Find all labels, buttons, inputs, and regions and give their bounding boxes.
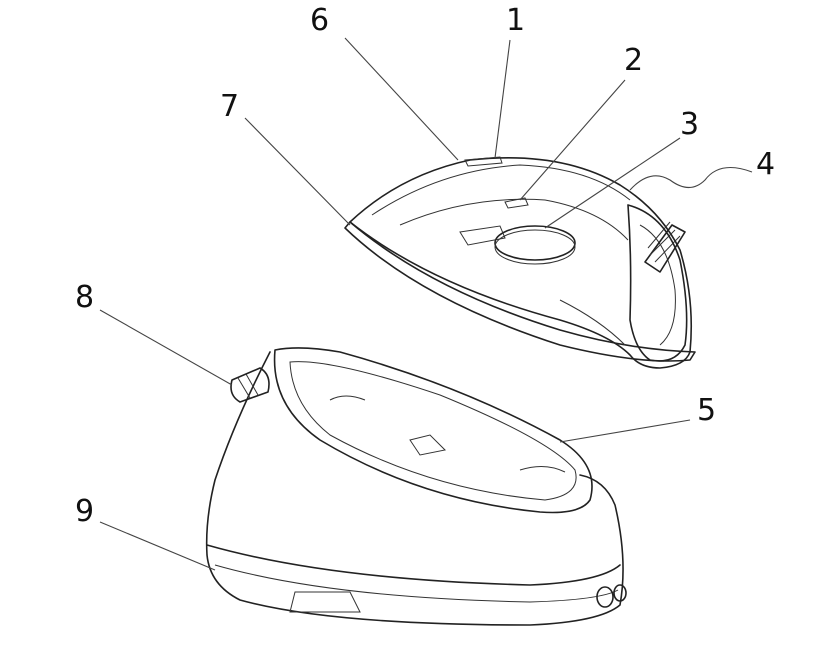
iron-soleplate <box>344 221 696 362</box>
leader-lines <box>99 37 753 571</box>
base-tray-rim <box>273 347 593 514</box>
base-station <box>205 347 627 626</box>
callout-9: 9 <box>75 494 95 529</box>
callout-7: 7 <box>220 89 240 124</box>
callout-2: 2 <box>624 43 644 78</box>
base-body <box>205 351 624 626</box>
steam-button <box>494 225 576 261</box>
cord-guard <box>644 224 686 273</box>
iron-body <box>349 156 693 369</box>
callout-3: 3 <box>680 107 700 142</box>
callout-1: 1 <box>506 3 526 38</box>
callout-4: 4 <box>756 147 776 182</box>
base-connector <box>596 586 614 608</box>
base-knob <box>230 367 270 403</box>
iron <box>344 156 696 369</box>
callout-6: 6 <box>310 3 330 38</box>
callout-8: 8 <box>75 280 95 315</box>
callout-5: 5 <box>697 393 717 428</box>
